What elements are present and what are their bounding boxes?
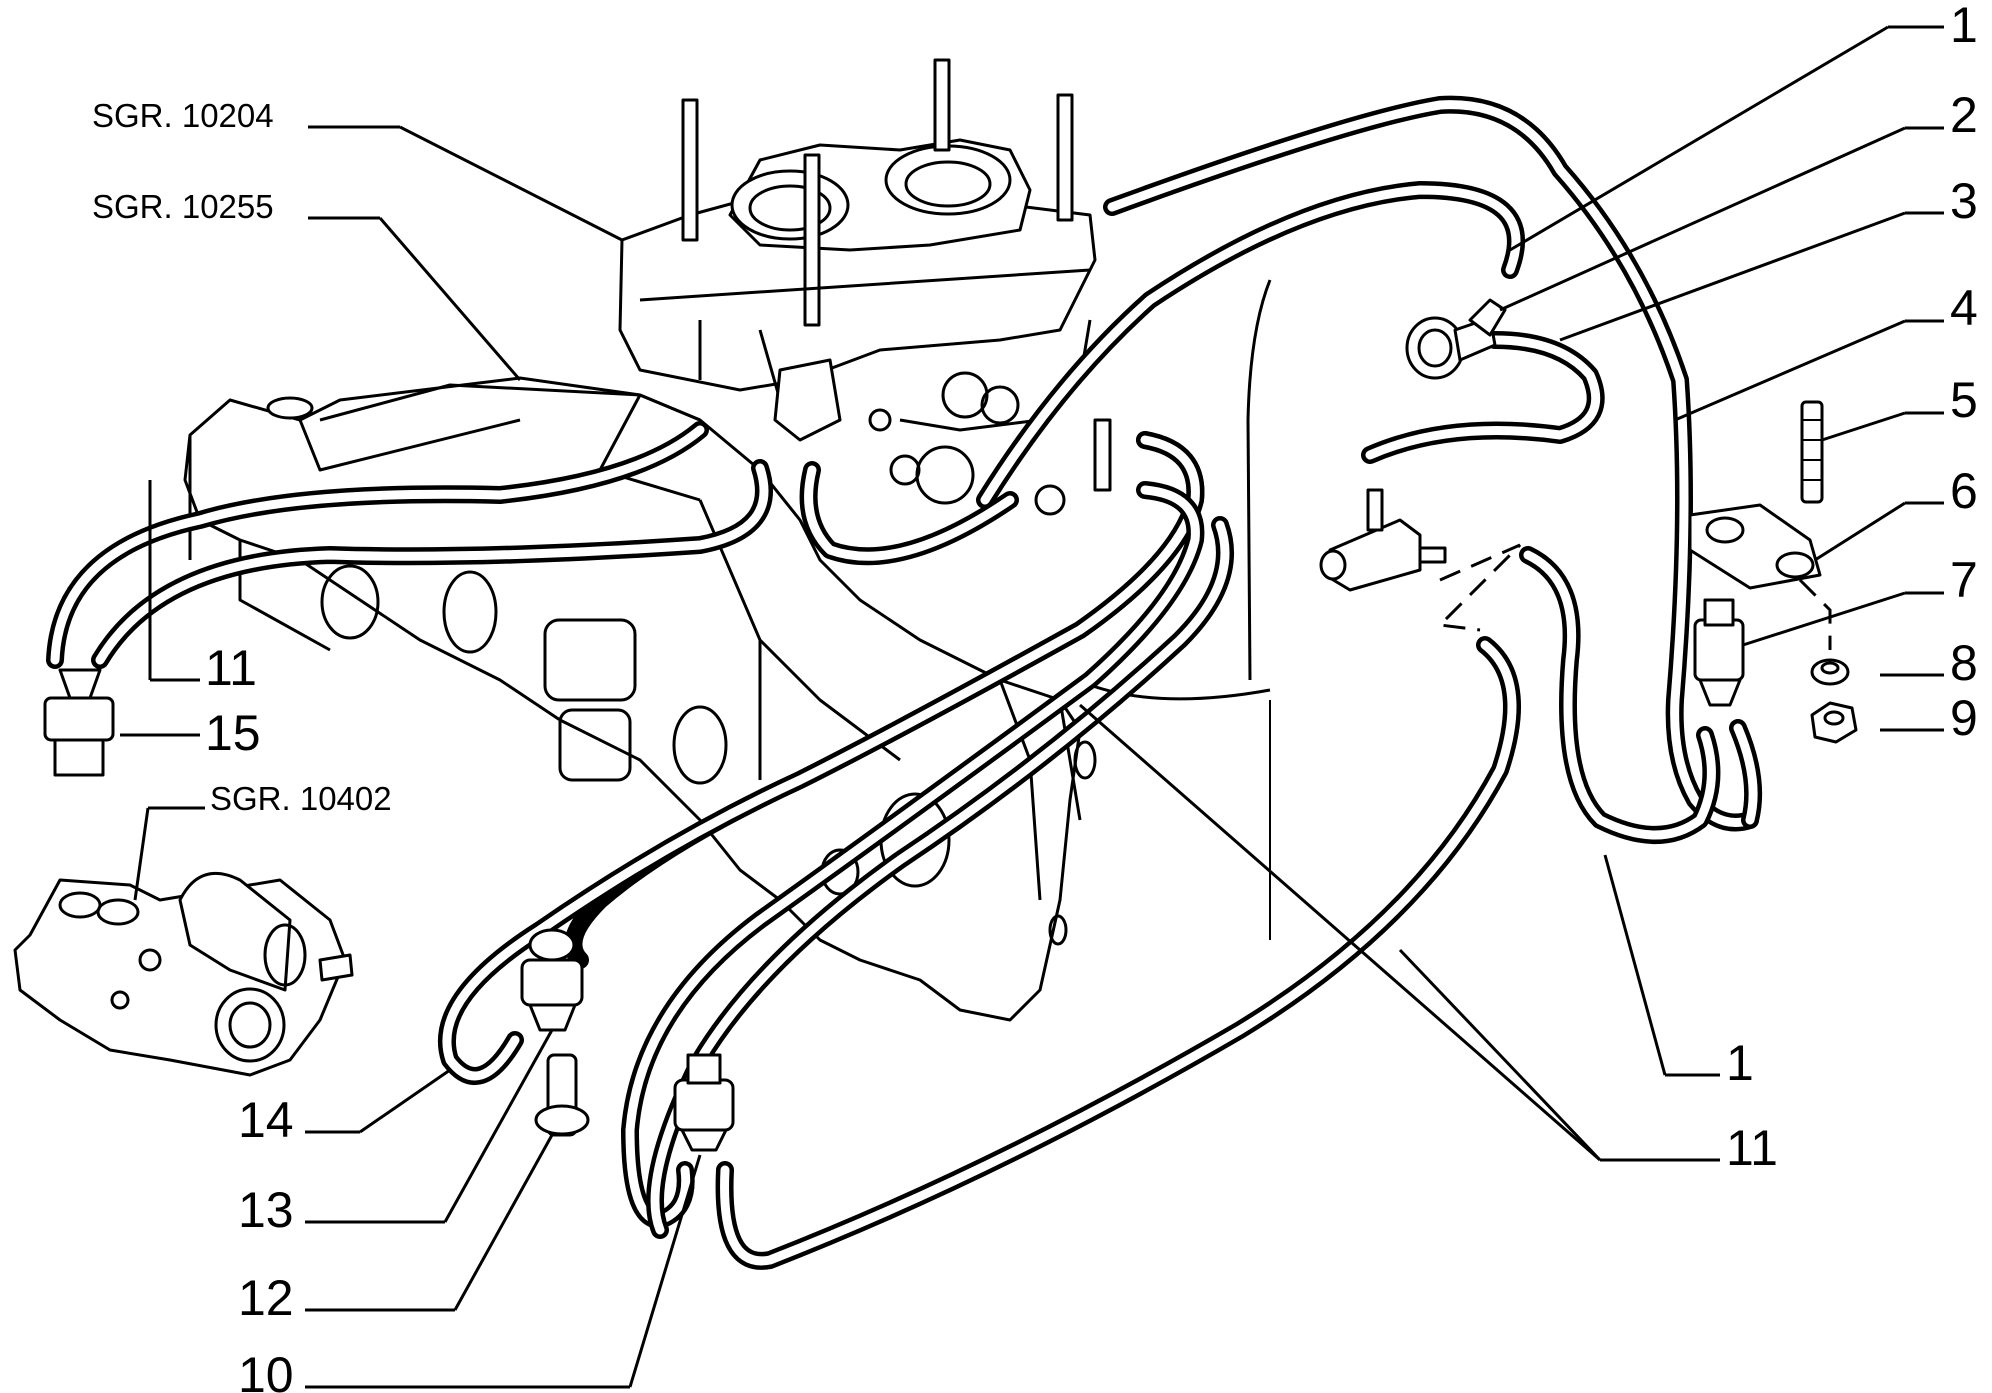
thermostat-housing <box>13 871 354 1077</box>
carburettor-assembly <box>618 58 1112 516</box>
engine-manifold-assembly <box>183 279 1272 1022</box>
callout-1-top: 1 <box>1950 0 1978 53</box>
manifold-bolt-hole <box>1048 914 1068 946</box>
carburettor-screw <box>889 454 921 486</box>
callout-1-bottom: 1 <box>1726 1035 1754 1091</box>
bolt-12 <box>534 1053 590 1137</box>
callout-14: 14 <box>238 1092 294 1148</box>
washer-8 <box>1810 658 1850 686</box>
manifold-plug <box>266 396 314 420</box>
manifold-port <box>672 705 728 785</box>
vacuum-valve-2 <box>1405 298 1507 380</box>
callout-11-left: 11 <box>205 640 257 696</box>
callout-numbers: 1 2 3 4 5 6 7 8 9 1 11 11 15 14 13 12 10 <box>205 0 1978 1393</box>
t-connector <box>1319 488 1522 632</box>
carburettor-screw <box>868 408 892 432</box>
ref-manifold: SGR. 10255 <box>92 188 274 225</box>
cylinder-column <box>1089 683 1271 701</box>
carburettor-stud <box>803 153 821 327</box>
reference-labels: SGR. 10204 SGR. 10255 SGR. 10402 <box>92 97 392 817</box>
carburettor-choke <box>773 358 842 442</box>
callout-9: 9 <box>1950 690 1978 746</box>
ref-carburettor: SGR. 10204 <box>92 97 274 134</box>
stud-5 <box>1800 400 1824 504</box>
carburettor-stud <box>933 58 951 152</box>
manifold-port <box>543 618 637 702</box>
callout-8: 8 <box>1950 635 1978 691</box>
manifold-bolt-hole <box>1073 740 1097 780</box>
callout-10: 10 <box>238 1347 294 1393</box>
callout-7: 7 <box>1950 552 1978 608</box>
callout-11-right: 11 <box>1726 1120 1778 1176</box>
leader-lines <box>120 25 1944 1389</box>
switch-15 <box>43 668 115 777</box>
bracket-6 <box>1688 503 1832 650</box>
ref-thermostat: SGR. 10402 <box>210 780 392 817</box>
carburettor-nipple <box>1093 418 1112 492</box>
carburettor-screw <box>1034 484 1066 516</box>
callout-2: 2 <box>1950 87 1978 143</box>
manifold-port <box>442 570 498 654</box>
callout-13: 13 <box>238 1182 294 1238</box>
hose-group <box>46 95 1763 1270</box>
cylinder-column <box>1246 279 1272 681</box>
callout-15: 15 <box>205 705 261 761</box>
switch-10 <box>673 1053 735 1152</box>
carburettor-screw <box>915 445 975 505</box>
carburettor-barrel <box>904 160 992 208</box>
carburettor-stud <box>681 98 699 242</box>
carburettor-barrel <box>884 144 1012 216</box>
callout-6: 6 <box>1950 463 1978 519</box>
manifold-port <box>558 708 632 782</box>
switch-14 <box>520 928 584 1032</box>
switch-7 <box>1693 598 1745 707</box>
callout-4: 4 <box>1950 280 1978 336</box>
hose-1-upper <box>1103 95 1759 832</box>
manifold-runner <box>698 499 901 780</box>
callout-12: 12 <box>238 1270 294 1326</box>
manifold-port <box>320 564 380 640</box>
connection-dash <box>1436 543 1522 632</box>
callout-3: 3 <box>1950 173 1978 229</box>
callout-5: 5 <box>1950 372 1978 428</box>
carburettor-screw <box>941 371 989 419</box>
carburettor-barrel <box>748 184 832 232</box>
carburettor-screw <box>980 385 1020 425</box>
nut-9 <box>1810 701 1858 744</box>
manifold-plate <box>319 383 701 422</box>
carburettor-stud <box>1056 93 1074 222</box>
